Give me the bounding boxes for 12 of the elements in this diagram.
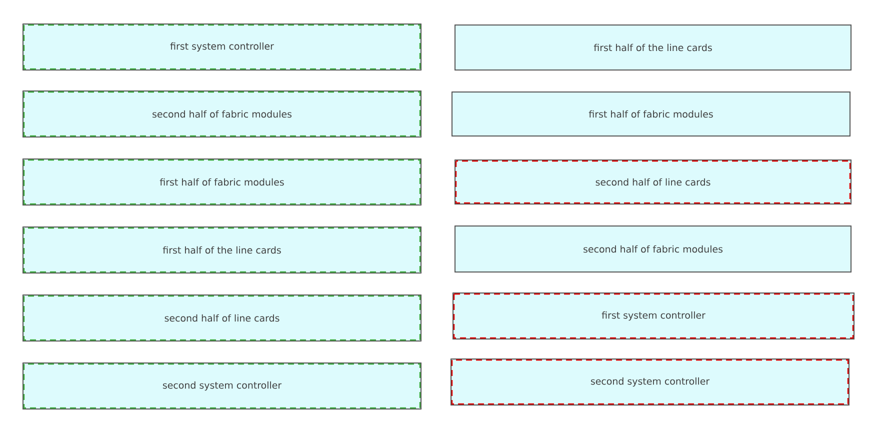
answer-box: first half of fabric modules xyxy=(452,92,850,136)
answer-box: first system controller xyxy=(452,292,854,340)
answer-box: second half of line cards xyxy=(454,160,852,204)
answer-box: first half of the line cards xyxy=(22,226,422,274)
answer-box: second system controller xyxy=(22,362,422,410)
answer-box: second half of fabric modules xyxy=(454,226,852,272)
answer-box: second half of line cards xyxy=(22,294,422,342)
answer-box: second half of fabric modules xyxy=(22,90,422,138)
answer-box: first system controller xyxy=(22,24,422,70)
answer-box: first half of fabric modules xyxy=(22,158,422,206)
answer-box: second system controller xyxy=(450,358,850,406)
answer-box: first half of the line cards xyxy=(454,24,852,70)
